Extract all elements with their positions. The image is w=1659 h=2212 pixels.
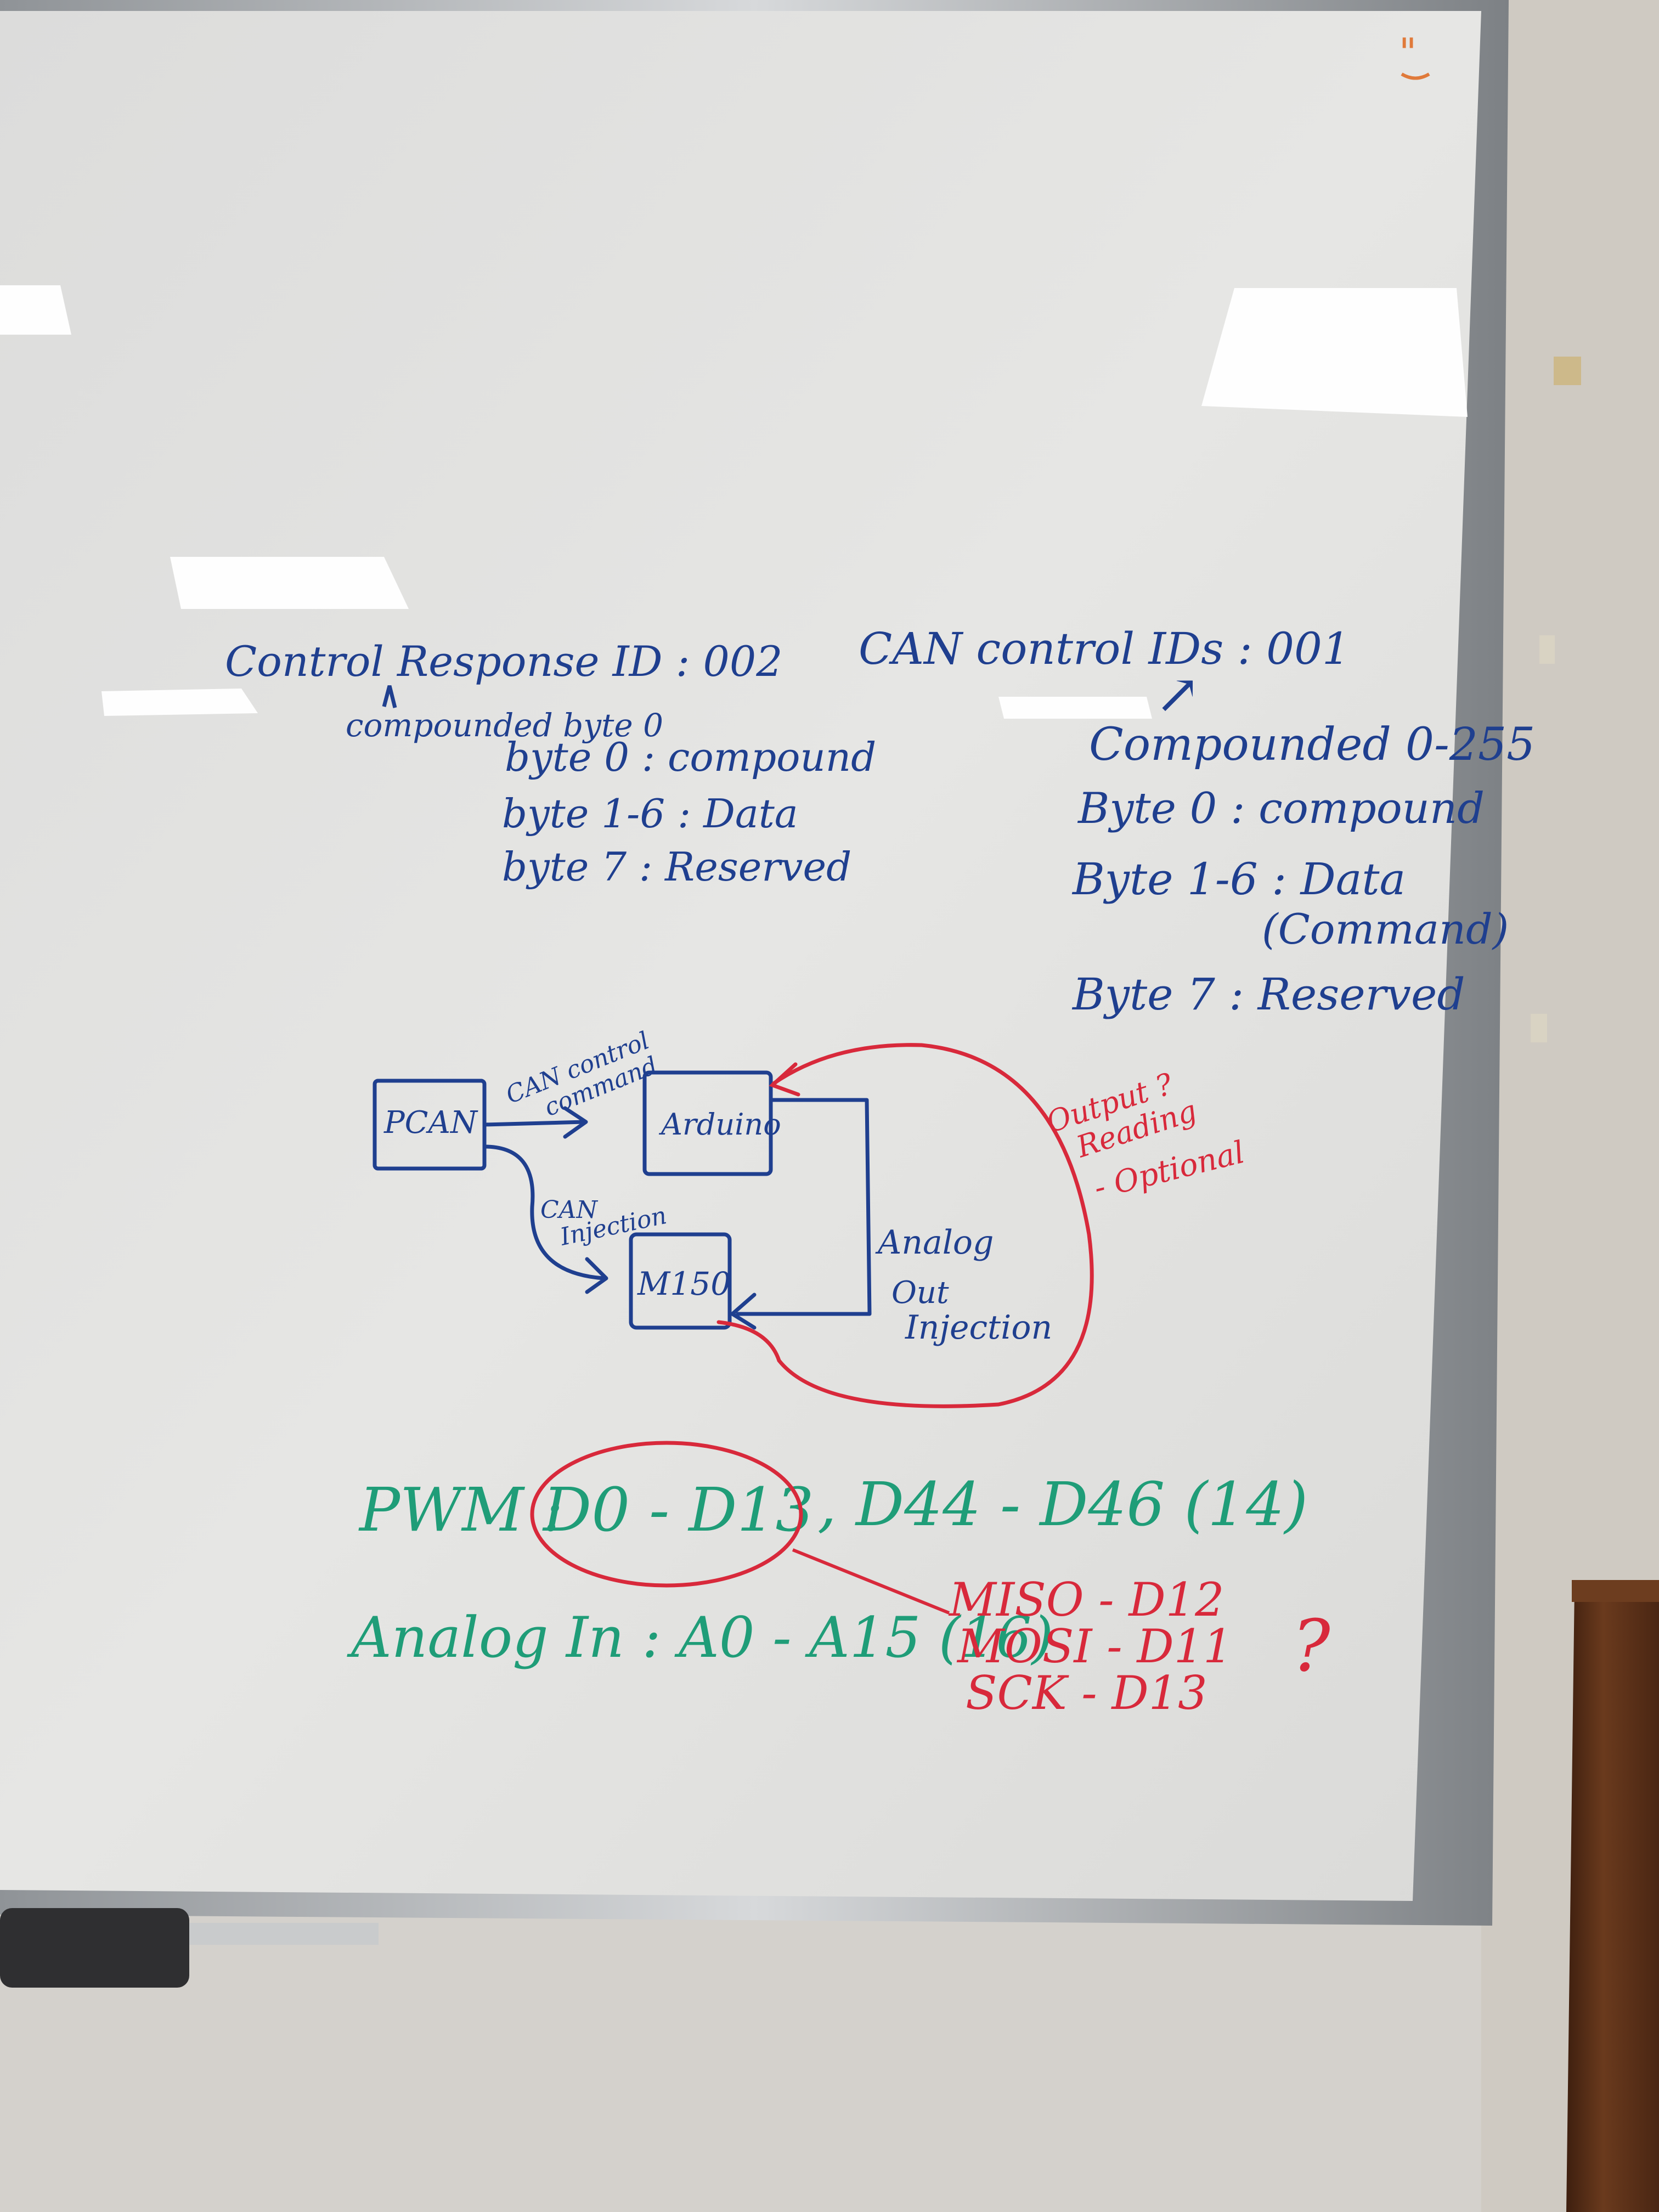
m150-label: M150 [637,1265,731,1302]
control-response-title: Control Response ID : 002 [225,637,783,686]
can-injection-label-0: CAN [540,1196,598,1224]
spi-line-1: MOSI - D11 [956,1620,1233,1673]
analog-in: Analog In : A0 - A15 (16) [347,1605,1053,1671]
arrowhead-icon [769,1062,800,1097]
arduino-box [642,1070,773,1176]
left-line-2: byte 7 : Reserved [502,844,851,890]
red-connector-line [792,1548,950,1615]
tape-piece [1531,1014,1547,1042]
system-diagram [373,1070,872,1330]
compounded-range: Compounded 0-255 [1089,719,1535,771]
pwm-rest: , D44 - D46 (14) [817,1469,1308,1539]
control-response-notes: Control Response ID : 002 compounded byt… [225,637,876,890]
arrowhead-icon [563,1106,588,1139]
whiteboard-surface [0,11,1481,1901]
smiley-doodle-icon [1401,72,1430,80]
spi-pin-notes: MISO - D12 MOSI - D11 SCK - D13 ? [948,1573,1331,1720]
question-mark: ? [1292,1604,1331,1688]
arrowhead-icon [585,1257,608,1294]
compounded-byte-note: compounded byte 0 [346,707,663,744]
analog-label-2: Injection [905,1308,1052,1347]
ceiling-light-reflections [0,285,1468,719]
corner-doodle: " [1399,30,1417,75]
right-line-3: Byte 7 : Reserved [1071,969,1465,1020]
arrow-pcan-arduino [482,1120,586,1127]
arrowhead-icon [730,1293,757,1330]
arrow-pcan-m150 [482,1144,606,1280]
spi-line-2: SCK - D13 [966,1666,1207,1720]
can-control-notes: CAN control IDs : 001 ↗ Compounded 0-255… [859,623,1535,1020]
eraser [0,1908,189,1988]
spi-line-0: MISO - D12 [948,1573,1224,1627]
can-control-title: CAN control IDs : 001 [859,623,1350,674]
cabinet-top [1572,1580,1659,1602]
output-reading-loop [716,1043,1094,1408]
analog-label-1: Out [891,1275,949,1311]
wooden-cabinet [1566,1588,1659,2212]
analog-label-0: Analog [875,1223,994,1262]
pwm-circled-range: D0 - D13 [542,1475,814,1545]
left-line-1: byte 1-6 : Data [502,791,798,837]
right-line-0: Byte 0 : compound [1077,784,1485,833]
right-line-1: Byte 1-6 : Data [1071,854,1406,905]
red-loop-arrow [716,1043,1094,1408]
arduino-label: Arduino [658,1107,781,1142]
pcan-label: PCAN [383,1105,478,1141]
double-arrow-icon: ↗ [1155,662,1201,726]
right-line-2: (Command) [1262,905,1509,953]
tape-piece [1539,635,1555,664]
analog-out-line [736,1098,872,1316]
m150-box [629,1232,732,1330]
up-arrow-icon [382,685,397,708]
left-line-0: byte 0 : compound [505,734,876,780]
pin-notes: PWM : D0 - D13 , D44 - D46 (14) Analog I… [347,1441,1308,1671]
tape-piece [1554,357,1581,385]
red-circle-highlight [530,1441,803,1588]
pwm-label: PWM : [358,1475,563,1545]
